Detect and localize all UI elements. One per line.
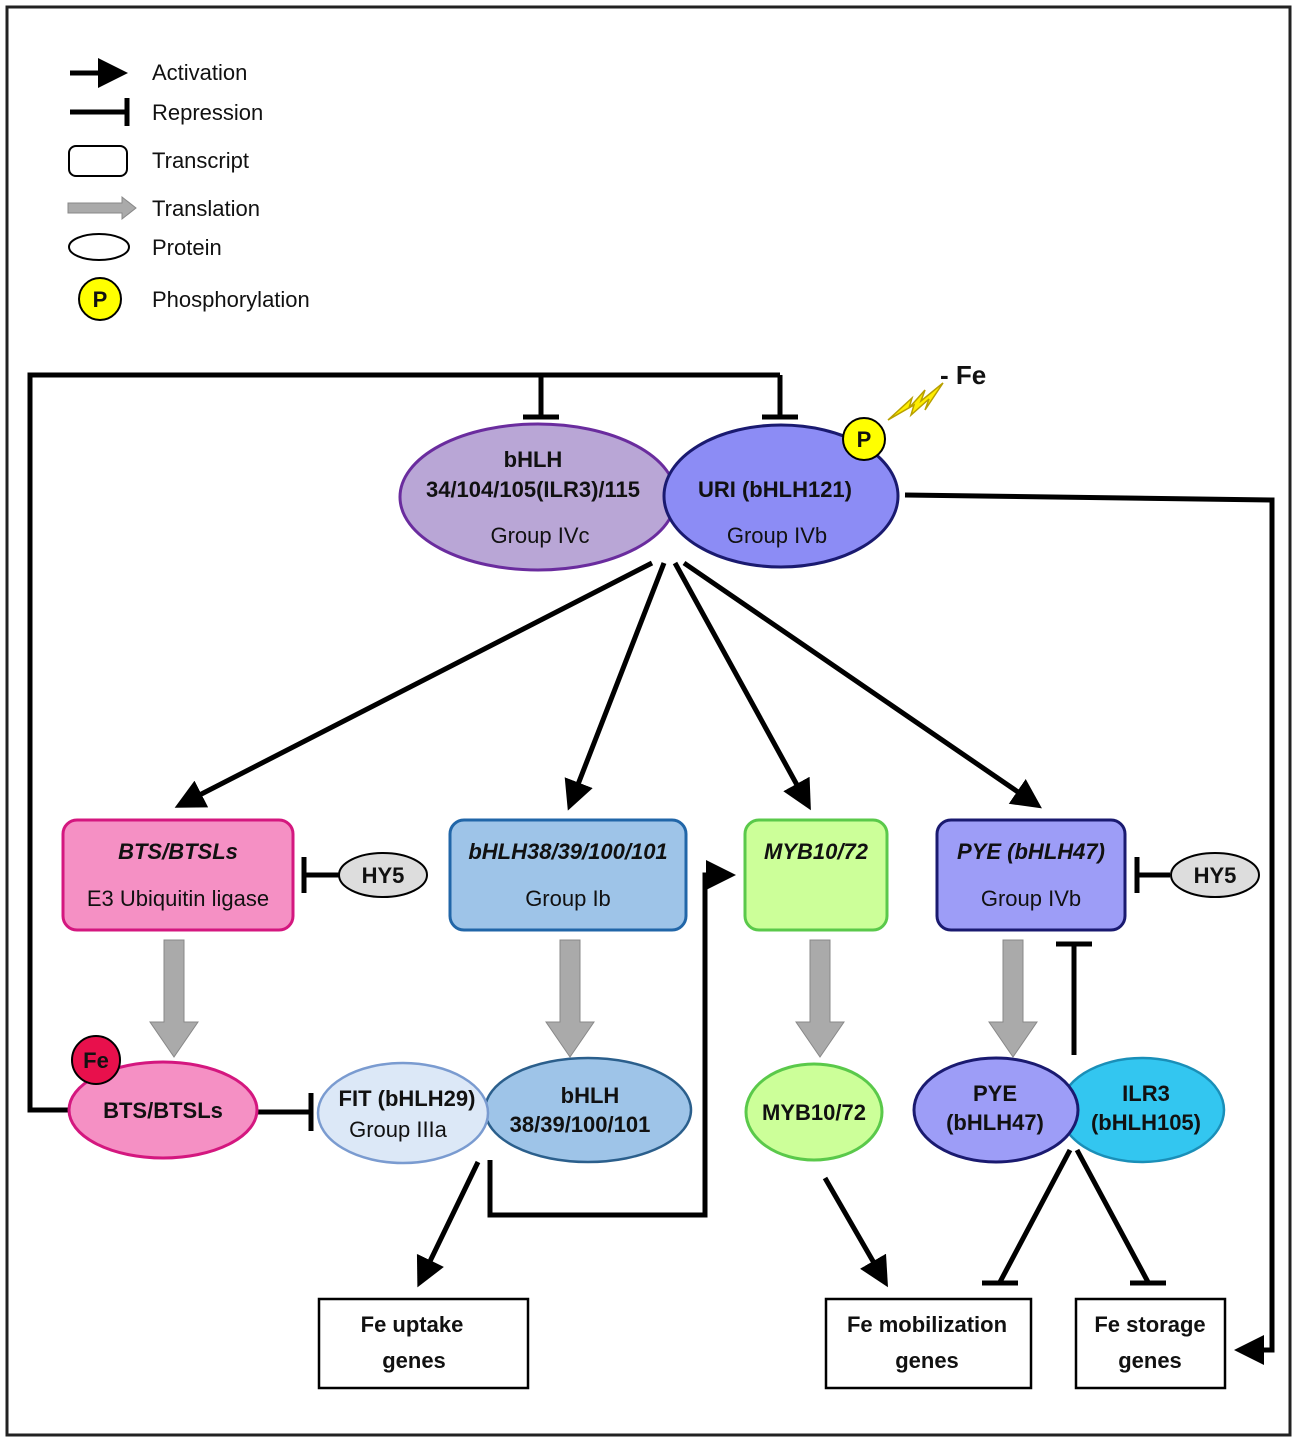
fit-to-myb-line [487,860,736,1218]
lightning-icon [887,382,944,421]
pye-storage-repression-stem [1074,1148,1151,1284]
fe-storage-line1: Fe storage [1094,1312,1205,1337]
arrow-to-bhlh-ib [564,562,667,811]
hy5-right [1170,852,1260,898]
minus-fe-label: - Fe [940,360,986,390]
uri-to-storage-line [904,492,1275,1365]
bhlh-ib-translation-arrow [545,939,595,1058]
transcripts: BTS/BTSLs E3 Ubiquitin ligase bHLH38/39/… [61,818,1127,932]
bts-protein [67,1060,259,1160]
myb-transcript-name: MYB10/72 [764,839,869,864]
pye-transcript-sub: Group IVb [981,886,1081,911]
legend-transcript-label: Transcript [152,148,249,173]
legend-phosphorylation-symbol: P [93,287,108,312]
bts-transcript [61,818,295,932]
bts-transcript-name: BTS/BTSLs [118,839,238,864]
legend-activation-label: Activation [152,60,247,85]
uri-protein-name: URI (bHLH121) [698,477,852,502]
legend-phosphorylation-label: Phosphorylation [152,287,310,312]
ilr3-protein-line2: (bHLH105) [1091,1110,1201,1135]
translation-arrows [149,939,1038,1058]
legend: Activation Repression Transcript Transla… [67,58,310,321]
phosphorylation-label: P [857,427,872,452]
fit-protein-line1: FIT (bHLH29) [339,1086,476,1111]
legend-translation-arrow [67,195,137,221]
bhlh-ib-transcript-name: bHLH38/39/100/101 [468,839,667,864]
myb-protein-name: MYB10/72 [762,1100,866,1125]
legend-translation-label: Translation [152,196,260,221]
legend-protein-shape [68,233,130,261]
myb-translation-arrow [795,939,845,1058]
hy5-left [338,852,428,898]
fe-uptake-line2: genes [382,1348,446,1373]
figure-frame [5,5,1292,1437]
fe-icon [71,1035,121,1085]
bhlh-ib-transcript [448,818,688,932]
fit-protein [316,1061,490,1165]
fe-label: Fe [83,1048,109,1073]
pye-mobilization-repression-stem [997,1148,1073,1284]
target-genes: Fe uptake genes Fe mobilization genes Fe… [317,1297,1227,1390]
pye-transcript [935,818,1127,932]
ivc-protein-line1: bHLH [504,447,563,472]
bts-protein-name: BTS/BTSLs [103,1098,223,1123]
ivc-protein-line2: 34/104/105(ILR3)/115 [426,477,640,502]
fe-mobilization-line2: genes [895,1348,959,1373]
fe-mobilization-line1: Fe mobilization [847,1312,1007,1337]
arrow-to-pye [682,560,1042,809]
fit-protein-line2: Group IIIa [349,1117,448,1142]
bts-transcript-sub: E3 Ubiquitin ligase [87,886,269,911]
legend-protein-label: Protein [152,235,222,260]
legend-transcript-shape [68,145,128,177]
ivc-protein-group: Group IVc [490,523,589,548]
fe-uptake-box [317,1297,530,1390]
pye-protein-line1: PYE [973,1081,1017,1106]
fe-storage-box [1074,1297,1227,1390]
bts-feedback-line [27,372,780,1113]
uri-protein [662,423,900,569]
connections [27,372,1275,1365]
pye-transcript-name: PYE (bHLH47) [957,839,1105,864]
fit-to-uptake-arrow [416,1160,481,1288]
bhlh-ib-protein-line1: bHLH [561,1083,620,1108]
pye-protein [912,1056,1080,1164]
arrow-to-bts [174,560,654,808]
arrow-to-myb [672,561,811,811]
proteins: BTS/BTSLs Fe FIT (bHLH29) Group IIIa bHL… [67,1035,1226,1165]
bhlh-ib-protein-line2: 38/39/100/101 [510,1112,651,1137]
hy5-right-label: HY5 [1194,863,1237,888]
ilr3-protein-line1: ILR3 [1122,1081,1170,1106]
myb-to-mobilization-arrow [822,1176,888,1288]
uri-protein-group: Group IVb [727,523,827,548]
fe-uptake-line1: Fe uptake [361,1312,464,1337]
bhlh-ib-transcript-sub: Group Ib [525,886,611,911]
fe-mobilization-box [824,1297,1033,1390]
top-complex: bHLH 34/104/105(ILR3)/115 Group IVc URI … [398,360,986,572]
myb-transcript [743,818,889,932]
bhlh-ib-protein [483,1056,693,1164]
legend-phosphorylation-icon [78,277,122,321]
pye-protein-line2: (bHLH47) [946,1110,1044,1135]
pye-translation-arrow [988,939,1038,1058]
phosphorylation-icon [842,417,886,461]
bts-translation-arrow [149,939,199,1058]
myb-protein [744,1062,884,1162]
hy5-left-label: HY5 [362,863,405,888]
hy5-nodes: HY5 HY5 [338,852,1260,898]
fe-storage-line2: genes [1118,1348,1182,1373]
legend-repression-label: Repression [152,100,263,125]
legend-repression-symbol [70,98,130,126]
